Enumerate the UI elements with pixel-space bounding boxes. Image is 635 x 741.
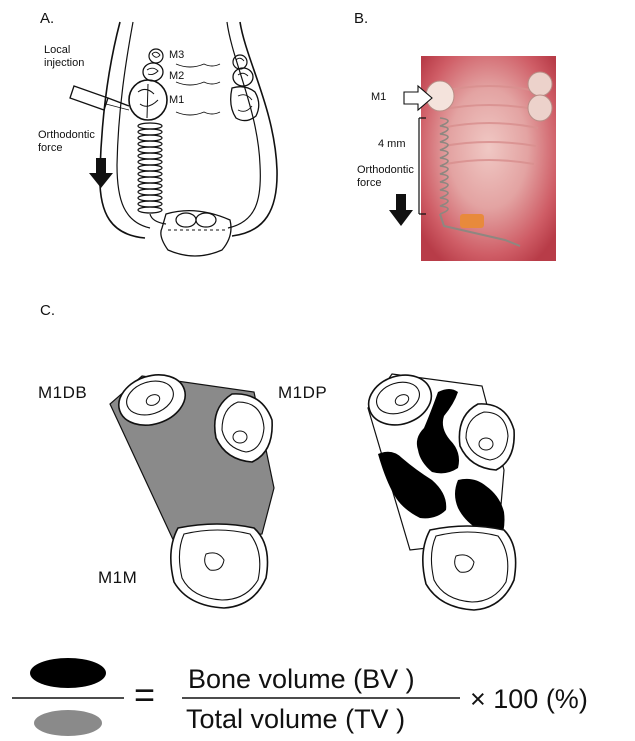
m1-label: M1 <box>169 94 184 107</box>
left-m2 <box>143 63 163 81</box>
distance-label: 4 mm <box>378 138 406 151</box>
total-volume-legend-ellipse <box>34 710 102 736</box>
formula-numerator: Bone volume (BV ) <box>188 664 415 694</box>
formula-equals: = <box>134 680 155 710</box>
panel-c-bone-volume <box>362 367 515 610</box>
coil-spring <box>138 123 166 224</box>
bone-volume-legend-ellipse <box>30 658 106 688</box>
palate-outline-right <box>232 22 277 236</box>
palate-inner-right <box>227 22 260 228</box>
formula-denominator: Total volume (TV ) <box>186 704 405 734</box>
orthodontic-force-label-a: Orthodontic force <box>38 129 95 155</box>
m3-label: M3 <box>169 49 184 62</box>
right-m3 <box>233 55 247 69</box>
left-m3 <box>149 49 163 63</box>
orthodontic-force-arrow-b <box>389 194 413 226</box>
formula-multiplier: × 100 (%) <box>470 684 588 714</box>
m1-label-b: M1 <box>371 91 386 104</box>
panel-b-photo <box>419 56 556 261</box>
root-m1m <box>171 524 268 608</box>
m2-label: M2 <box>169 70 184 83</box>
orthodontic-force-label-b: Orthodontic force <box>357 164 414 190</box>
m1db-label: M1DB <box>38 383 87 403</box>
m1m-label: M1M <box>98 568 137 588</box>
root-m1m-right <box>423 526 516 610</box>
m1dp-label: M1DP <box>278 383 327 403</box>
palate-inner <box>117 22 150 228</box>
local-injection-label: Local injection <box>44 44 84 70</box>
orthodontic-force-arrow-a <box>89 158 113 188</box>
right-m1 <box>231 87 259 121</box>
